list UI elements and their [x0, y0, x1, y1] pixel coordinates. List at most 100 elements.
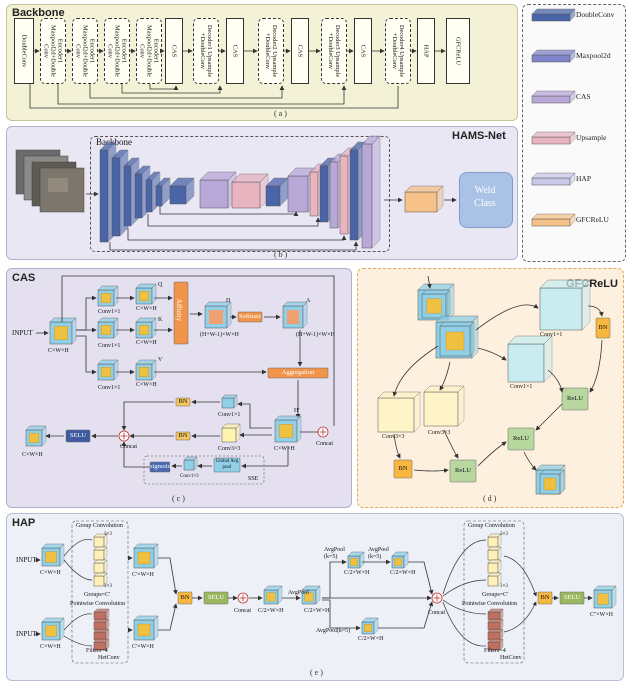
cas-softmax-box-label: Softmax	[238, 313, 262, 320]
legend-swatch-hap	[531, 172, 576, 186]
hap-cwh3: C'×W×H	[132, 572, 154, 578]
hap-pw-right-1	[487, 608, 504, 621]
hap-avgpool3: AvgPool (k=5)	[368, 547, 389, 560]
cas-v-out-core	[138, 367, 149, 378]
hap-avgpool1: AvgPool	[288, 590, 309, 596]
cas-affinity-label: Affinity	[175, 298, 184, 322]
cas-globalavg	[213, 457, 241, 473]
cas-v: V	[158, 357, 163, 363]
cas-sigmoid-label: sigmoid	[150, 463, 171, 470]
hap-input1-cube-core	[45, 551, 57, 563]
gf-conv3b-relu2	[443, 429, 459, 459]
cas-k-cube-core	[100, 325, 111, 336]
hap-half3: C/2×W×H	[344, 570, 370, 576]
cas-conv3: Conv3×3	[218, 446, 241, 452]
hap-hetconv1: HetConv	[98, 655, 120, 661]
hap-k3c: 3×3	[500, 532, 508, 537]
hams-caption: ( b )	[274, 250, 288, 259]
gf-out-cube-core	[543, 477, 557, 491]
hap-l3	[63, 613, 93, 631]
hap-cwh1: C×W×H	[40, 570, 61, 576]
backbone-module-13: Decoder4 Upsample +DoubleConv	[385, 18, 411, 84]
hap-half5-cube-core	[364, 624, 372, 632]
hap-concat1: Concat	[234, 608, 251, 614]
hap-k3a: 3×3	[104, 532, 112, 537]
cas-branch-q	[76, 295, 97, 331]
backbone-module-14: HAP	[417, 18, 435, 84]
backbone-module-10: CAS	[291, 18, 309, 84]
hap-half2: C/2×W×H	[304, 608, 330, 614]
cas-bn2-label: BN	[178, 432, 188, 439]
hap-half2-cube-core	[304, 592, 314, 602]
gf-main-cube-core	[445, 331, 465, 351]
cas-bn1-plus	[121, 401, 174, 431]
hams-title: HAMS-Net	[452, 130, 506, 142]
gf-conv1b	[507, 335, 553, 383]
gf-relu1-label: ReLU	[567, 395, 583, 402]
hap-pw-right-3	[487, 628, 504, 641]
hams-skip-4	[159, 206, 299, 216]
gf-conv3a	[377, 391, 421, 433]
legend-label: HAP	[576, 174, 592, 183]
hap-avg-branch1	[322, 559, 347, 599]
cas-cwh-h: C×W×H	[274, 446, 295, 452]
cas-sse-plus	[121, 441, 150, 468]
hap-l1	[63, 539, 93, 557]
gf-input-cube	[421, 289, 451, 319]
backbone-title: Backbone	[12, 7, 65, 19]
hap-filters2: Filters=4	[484, 648, 506, 654]
cas-bn2	[175, 431, 191, 441]
hap-r2	[442, 579, 487, 597]
backbone-module-2: Encoder1 Maxpool2d+Double Conv	[40, 18, 66, 84]
cas-d-core	[209, 310, 223, 324]
backbone-module-1: DoubleConv	[14, 18, 34, 84]
cas-h-conv1	[237, 401, 272, 429]
legend-label: GFCReLU	[576, 215, 609, 224]
cas-a-core	[287, 310, 299, 324]
cas-conv-k: Conv1×1	[98, 343, 121, 349]
hap-k3d: 3×3	[500, 584, 508, 589]
hap-k3b: 3×3	[104, 584, 112, 589]
hap-selu1-label: SELU	[207, 594, 225, 601]
backbone-module-8: CAS	[226, 18, 244, 84]
cas-h-prime: H'	[294, 408, 300, 414]
cas-k-out-core	[138, 325, 149, 336]
hap-group-conv1: Group Convolution	[76, 523, 123, 529]
gfcrelu-caption: ( d )	[483, 494, 497, 503]
gf-conv1a-bn	[587, 305, 604, 317]
cas-out-cube-core	[29, 433, 40, 444]
hap-pw-left-3	[93, 628, 110, 641]
hap-to-bn1b	[158, 603, 178, 631]
legend-swatch-maxpool2d	[531, 49, 576, 63]
network-block-9	[231, 173, 269, 209]
hap-concat2: Concat	[428, 610, 445, 616]
gf-main-conv1a	[475, 303, 539, 331]
hap-input2-cube-core	[45, 625, 57, 637]
hap-half4-cube-core	[394, 558, 402, 566]
hap-l4	[63, 635, 93, 647]
hap-gc-left-1	[93, 533, 108, 548]
hap-cwh3-cube-core	[137, 551, 151, 565]
gf-relu3	[507, 427, 535, 451]
cas-bn1-label: BN	[178, 398, 188, 405]
hap-r-out2	[503, 601, 537, 633]
cas-residual	[61, 275, 335, 426]
legend-label: CAS	[576, 92, 591, 101]
gf-relu3-label: ReLU	[513, 435, 529, 442]
gf-conv3a-bn	[393, 433, 401, 459]
hap-pw-conv2: Pointwise Convolution	[462, 601, 518, 607]
gf-bn-relu1	[589, 339, 603, 393]
hap-bn1-label: BN	[180, 594, 190, 601]
cas-conv-v: Conv1×1	[98, 385, 121, 391]
legend-label: DoubleConv	[576, 10, 615, 19]
cas-a: A	[306, 298, 311, 304]
backbone-module-7: Decoder1 Upsample +DoubleConv	[193, 18, 219, 84]
gf-relu2-relu3	[477, 441, 507, 467]
hap-filters1: Filters=4	[86, 648, 108, 654]
hap-gc-right-1	[487, 533, 502, 548]
hap-input1: INPUT	[16, 556, 37, 564]
gf-conv1a	[539, 279, 591, 331]
hap-half5: C/2×W×H	[358, 636, 384, 642]
gf-main-conv1b	[477, 347, 507, 361]
cas-q-cube-core	[100, 293, 111, 304]
